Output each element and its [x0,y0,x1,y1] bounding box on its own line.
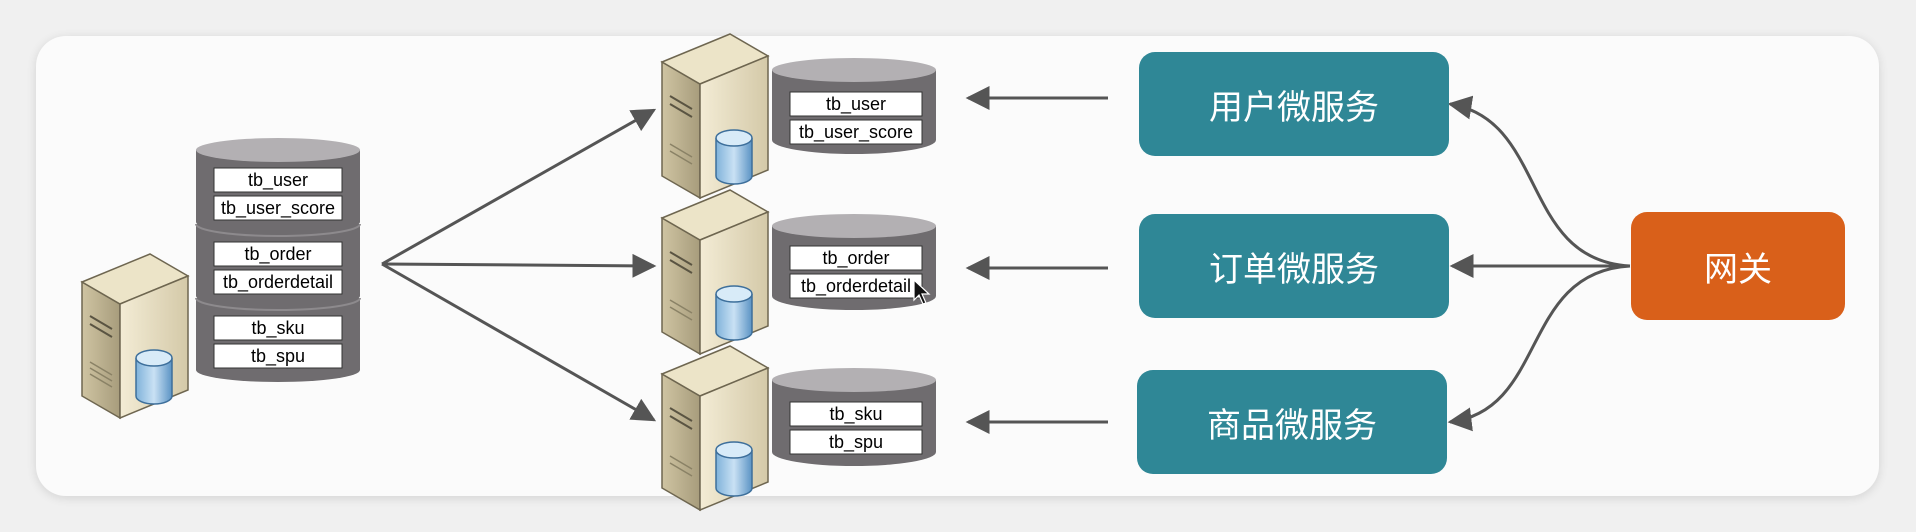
shard-server-icon [660,345,770,512]
table-card-tb-orderdetail: tb_orderdetail [213,269,343,295]
mouse-cursor-icon [913,278,931,305]
order-microservice-box: 订单微服务 [1139,214,1449,318]
shard-database-user: tb_user tb_user_score [772,58,936,155]
svg-text:tb_orderdetail: tb_orderdetail [223,272,333,293]
shard-server-icon [660,189,770,356]
split-arrows [381,108,657,422]
table-label-tb-order: tb_order [822,248,889,269]
svg-text:tb_order: tb_order [244,244,311,265]
svg-text:tb_spu: tb_spu [251,346,305,367]
svg-text:tb_sku: tb_sku [251,318,304,339]
database-cylinder-icon [135,349,173,405]
table-label-tb-sku: tb_sku [829,404,882,425]
table-label-tb-user-score: tb_user_score [799,122,913,143]
central-database-stack: tb_user tb_user_score tb_order tb_orderd… [195,138,361,382]
service-db-arrows [965,86,1108,434]
svg-text:tb_user_score: tb_user_score [221,198,335,219]
central-server-icon [80,253,190,420]
gateway-arrows [1447,95,1631,432]
database-cylinder-icon [715,129,753,185]
table-card-tb-sku: tb_sku [213,315,343,341]
gateway-box: 网关 [1631,212,1845,320]
table-card-tb-user-score: tb_user_score [213,195,343,221]
svg-text:tb_user: tb_user [248,170,308,191]
shard-database-order: tb_order tb_orderdetail [772,214,936,311]
table-card-tb-user: tb_user [213,167,343,193]
table-label-tb-user: tb_user [826,94,886,115]
shard-database-product: tb_sku tb_spu [772,368,936,467]
database-cylinder-icon [715,285,753,341]
table-card-tb-order: tb_order [213,241,343,267]
table-card-tb-spu: tb_spu [213,343,343,369]
table-label-tb-spu: tb_spu [829,432,883,453]
user-microservice-box: 用户微服务 [1139,52,1449,156]
shard-server-icon [660,33,770,200]
product-microservice-box: 商品微服务 [1137,370,1447,474]
database-cylinder-icon [715,441,753,497]
table-label-tb-orderdetail: tb_orderdetail [801,276,911,297]
